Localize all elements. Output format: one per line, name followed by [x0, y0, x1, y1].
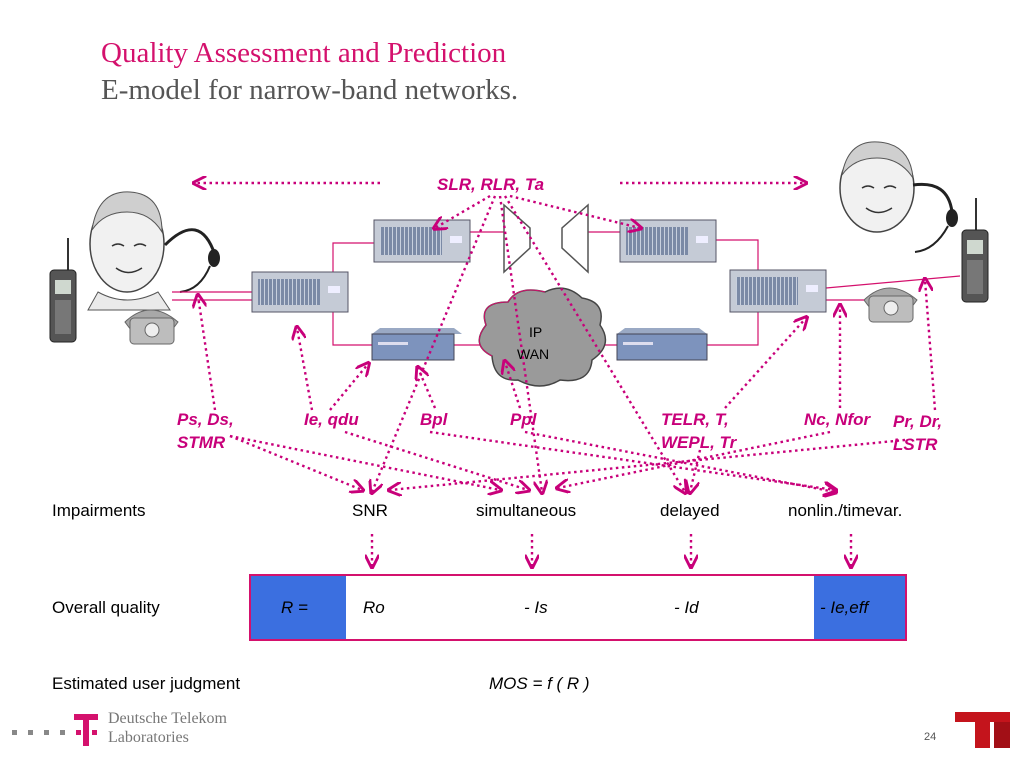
page-title: Quality Assessment and Prediction — [101, 37, 507, 69]
mos-formula: MOS = f ( R ) — [489, 674, 590, 693]
annotation-arrows — [195, 183, 937, 566]
right-user-figure — [839, 141, 958, 253]
left-upper-router-device — [373, 219, 471, 263]
right-upper-router-device — [619, 219, 717, 263]
left-user-figure — [87, 191, 220, 311]
tu-berlin-logo-icon — [955, 712, 1010, 748]
param-bpl-label: Bpl — [420, 410, 448, 429]
impairment-nonlin-timevar: nonlin./timevar. — [788, 501, 903, 520]
right-desk-phone-icon — [863, 287, 918, 323]
param-telr-label: TELR, T, — [661, 410, 729, 429]
telekom-logo-icon — [12, 714, 98, 746]
left-desk-phone-icon — [124, 309, 179, 345]
loudness-params-label: SLR, RLR, Ta — [437, 175, 545, 194]
impairment-simultaneous: simultaneous — [476, 501, 577, 520]
impairment-delayed: delayed — [660, 501, 720, 520]
page-number: 24 — [924, 731, 937, 743]
param-ppl-label: Ppl — [510, 410, 537, 429]
user-judgment-row-label: Estimated user judgment — [52, 674, 241, 693]
right-modem-device — [616, 328, 708, 361]
page-subtitle: E-model for narrow-band networks. — [101, 74, 519, 106]
right-mobile-phone-icon — [961, 198, 989, 303]
param-pr-dr-label: Pr, Dr, — [893, 412, 943, 431]
overall-quality-row-label: Overall quality — [52, 598, 160, 617]
term-id: - Id — [674, 598, 699, 617]
term-r: R = — [281, 598, 308, 617]
term-ro: Ro — [363, 598, 385, 617]
r-formula-bar — [249, 574, 907, 641]
ip-label: IP — [529, 324, 543, 340]
logo-line-2: Laboratories — [108, 729, 189, 746]
impairment-snr: SNR — [352, 501, 388, 520]
param-wepl-label: WEPL, Tr — [661, 433, 737, 452]
impairments-row-label: Impairments — [52, 501, 146, 520]
r-term-highlight — [251, 576, 346, 639]
left-modem-device — [371, 328, 462, 361]
param-ps-ds-label: Ps, Ds, — [177, 410, 234, 429]
term-is: - Is — [524, 598, 548, 617]
param-stmr-label: STMR — [177, 433, 226, 452]
wan-label: WAN — [517, 346, 550, 362]
right-gateway-device — [729, 269, 827, 313]
term-ie-eff: - Ie,eff — [820, 598, 869, 617]
param-ie-qdu-label: Ie, qdu — [304, 410, 359, 429]
param-lstr-label: LSTR — [893, 435, 938, 454]
receive-loudness-symbol — [561, 203, 589, 274]
logo-line-1: Deutsche Telekom — [108, 710, 227, 727]
ie-eff-term-highlight — [814, 576, 905, 639]
send-loudness-symbol — [503, 203, 531, 274]
left-gateway-device — [251, 271, 349, 313]
ip-wan-cloud — [478, 287, 607, 387]
param-nc-nfor-label: Nc, Nfor — [804, 410, 871, 429]
left-mobile-phone-icon — [49, 238, 77, 343]
